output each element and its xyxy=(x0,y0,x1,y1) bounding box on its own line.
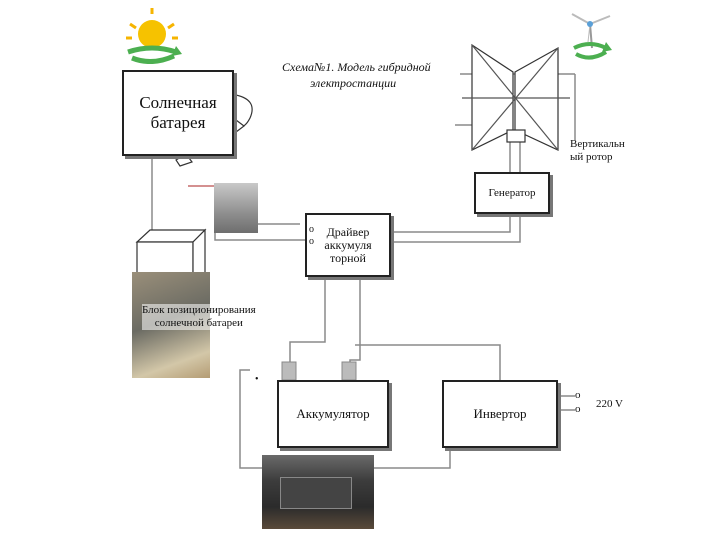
positioning-block-label-line2: солнечной батареи xyxy=(154,317,243,329)
generator-label: Генератор xyxy=(488,187,536,199)
vertical-rotor-label-line2: ый ротор xyxy=(570,151,613,163)
battery-terminal-right xyxy=(341,361,357,381)
accumulator-box: Аккумулятор xyxy=(277,380,389,448)
solar-battery-box: Солнечная батарея xyxy=(122,70,234,156)
sun-icon xyxy=(126,8,182,64)
generator-box: Генератор xyxy=(474,172,550,214)
driver-label-line2: аккумуля xyxy=(324,237,372,252)
vertical-rotor-label: Вертикальн ый ротор xyxy=(570,138,625,164)
driver-terminal-top: о xyxy=(309,224,314,235)
rotation-arrow-icon xyxy=(175,94,253,167)
diagram-title-line1: Схема№1. Модель гибридной xyxy=(282,60,431,74)
battery-photo xyxy=(262,455,374,529)
mount-photo xyxy=(214,183,258,233)
dot-marker: • xyxy=(255,374,259,385)
output-voltage-label: 220 V xyxy=(596,398,623,410)
solar-battery-label-line2: батарея xyxy=(150,113,206,132)
solar-battery-label-line1: Солнечная xyxy=(139,93,217,112)
accumulator-label: Аккумулятор xyxy=(296,406,370,421)
diagram-title-line2: электростанции xyxy=(310,76,397,90)
positioning-block-label-line1: Блок позиционирования xyxy=(142,304,256,316)
driver-terminal-bottom: о xyxy=(309,236,314,247)
vertical-rotor-vanes xyxy=(462,43,570,151)
output-terminal-top: о xyxy=(575,389,581,401)
driver-label-line1: Драйвер xyxy=(326,224,370,239)
positioning-block-label: Блок позиционирования солнечной батареи xyxy=(142,304,256,330)
battery-terminal-left xyxy=(281,361,297,381)
inverter-label: Инвертор xyxy=(473,406,527,421)
vertical-rotor-label-line1: Вертикальн xyxy=(570,138,625,150)
inverter-box: Инвертор xyxy=(442,380,558,448)
driver-label-line3: торной xyxy=(330,250,366,265)
output-terminal-bottom: о xyxy=(575,403,581,415)
battery-photo-label-area xyxy=(280,477,352,509)
battery-driver-box: Драйвер аккумуля торной xyxy=(305,213,391,277)
wind-turbine-icon xyxy=(571,13,612,60)
